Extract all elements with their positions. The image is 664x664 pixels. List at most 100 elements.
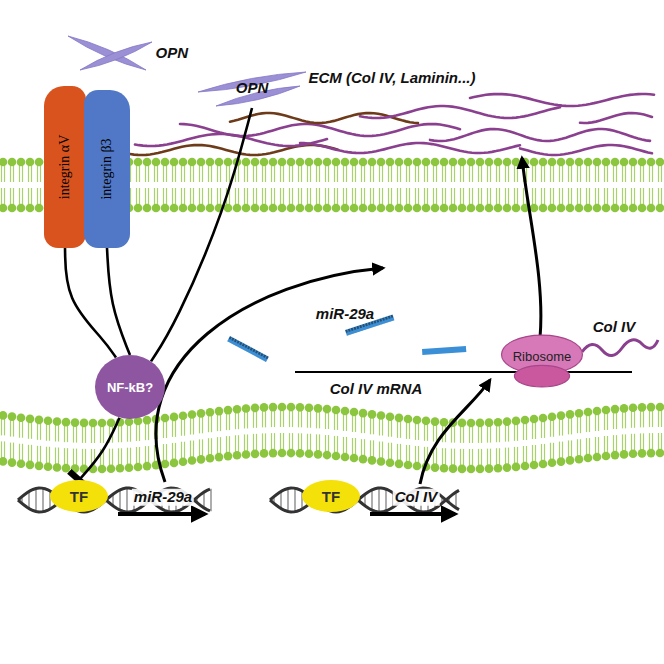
ligand-leaf <box>68 36 146 70</box>
lipid-head <box>179 204 188 213</box>
ecm-fiber <box>520 145 652 155</box>
lipid-head <box>503 417 512 426</box>
lipid-head <box>314 204 323 213</box>
lipid-head <box>8 158 17 167</box>
lipid-head <box>485 158 494 167</box>
ligand-leaf <box>80 42 152 70</box>
lipid-head <box>530 158 539 167</box>
lipid-head <box>467 419 476 428</box>
base-pair <box>203 492 204 508</box>
signal-connector <box>107 248 130 355</box>
lipid-head <box>53 417 62 426</box>
lipid-head <box>386 204 395 213</box>
lipid-head <box>224 158 233 167</box>
lipid-head <box>530 461 539 470</box>
lipid-head <box>359 409 368 418</box>
lipid-head <box>341 407 350 416</box>
lipid-head <box>332 406 341 415</box>
lipid-head <box>368 158 377 167</box>
lipid-head <box>62 464 71 473</box>
lipid-head <box>215 407 224 416</box>
lipid-head <box>422 417 431 426</box>
italic-label: miR-29a <box>314 306 376 323</box>
lipid-head <box>512 463 521 472</box>
lipid-head <box>341 158 350 167</box>
lipid-head <box>161 158 170 167</box>
lipid-head <box>431 158 440 167</box>
lipid-head <box>341 204 350 213</box>
node-label: OPN <box>236 79 269 96</box>
lipid-head <box>287 204 296 213</box>
italic-label: Col IV <box>393 489 440 506</box>
lipid-head <box>242 450 251 459</box>
lipid-head <box>512 204 521 213</box>
lipid-head <box>386 412 395 421</box>
lipid-head <box>323 451 332 460</box>
lipid-head <box>656 403 664 412</box>
lipid-head <box>206 158 215 167</box>
mrna-strand <box>295 371 632 373</box>
lipid-head <box>512 417 521 426</box>
lipid-head <box>449 158 458 167</box>
lipid-head <box>296 449 305 458</box>
lipid-head <box>260 204 269 213</box>
lipid-head <box>278 449 287 458</box>
flow-arrow <box>420 380 490 484</box>
lipid-head <box>386 458 395 467</box>
ribosome-shape: Ribosome <box>496 334 588 388</box>
lipid-head <box>485 464 494 473</box>
lipid-head <box>512 158 521 167</box>
lipid-head <box>197 455 206 464</box>
lipid-head <box>647 158 656 167</box>
lipid-head <box>188 410 197 419</box>
lipid-head <box>35 204 44 213</box>
base-pair <box>385 489 386 511</box>
lipid-head <box>539 158 548 167</box>
lipid-head <box>476 465 485 474</box>
node-label: OPN <box>155 44 190 61</box>
lipid-head <box>116 464 125 473</box>
lipid-head <box>296 158 305 167</box>
dna-helix <box>270 488 459 512</box>
lipid-head <box>431 417 440 426</box>
lipid-head <box>188 456 197 465</box>
lipid-head <box>26 204 35 213</box>
lipid-head <box>350 204 359 213</box>
lipid-head <box>395 204 404 213</box>
lipid-head <box>278 158 287 167</box>
lipid-head <box>386 158 395 167</box>
protein-ligand: OPN <box>196 66 308 108</box>
lipid-head <box>404 204 413 213</box>
lipid-head <box>332 204 341 213</box>
lipid-head <box>8 458 17 467</box>
integrin-subunit: integrin β3 <box>84 90 130 248</box>
lipid-head <box>332 158 341 167</box>
lipid-head <box>593 204 602 213</box>
lipid-head <box>323 158 332 167</box>
lipid-head <box>215 453 224 462</box>
lipid-head <box>98 419 107 428</box>
lipid-head <box>449 204 458 213</box>
lipid-head <box>143 416 152 425</box>
lipid-head <box>8 204 17 213</box>
node-label: NF-kB? <box>107 380 153 395</box>
lipid-head <box>485 204 494 213</box>
node-label: TF <box>70 488 88 505</box>
lipid-head <box>170 204 179 213</box>
lipid-head <box>575 455 584 464</box>
lipid-head <box>53 463 62 472</box>
lipid-head <box>197 204 206 213</box>
ecm-fibers <box>130 94 654 155</box>
lipid-head <box>611 158 620 167</box>
lipid-head <box>305 204 314 213</box>
lipid-head <box>557 411 566 420</box>
lipid-head <box>17 158 26 167</box>
integrin-subunit: integrin αV <box>44 86 86 248</box>
protein-node: TF <box>302 480 360 512</box>
lipid-head <box>287 158 296 167</box>
lipid-head <box>575 158 584 167</box>
lipid-head <box>647 403 656 412</box>
italic-label: Col IV mRNA <box>328 381 425 398</box>
node-label: integrin αV <box>57 135 73 200</box>
lipid-head <box>467 465 476 474</box>
